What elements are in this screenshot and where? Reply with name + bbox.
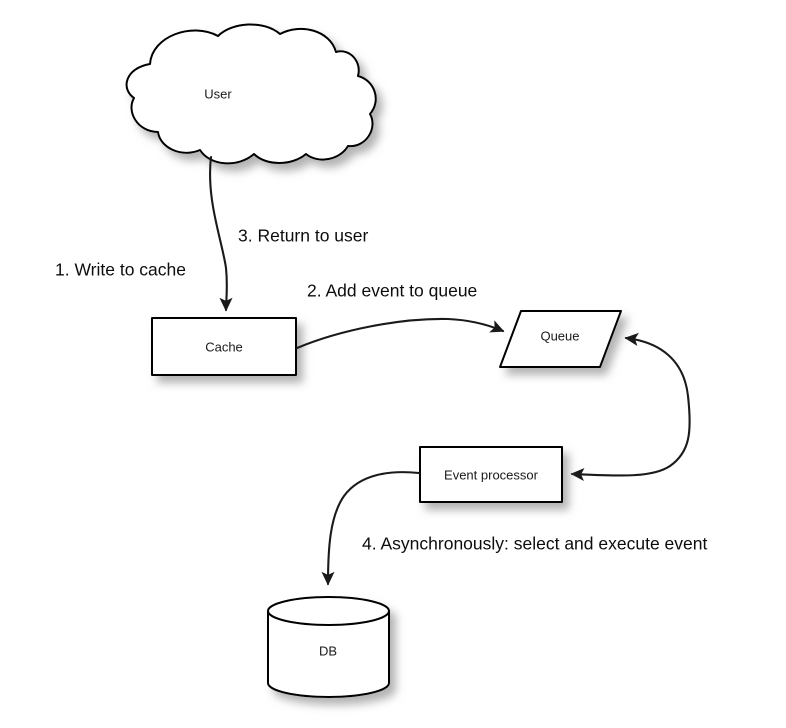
edge-label-3: 3. Return to user (238, 226, 369, 246)
edge-user-to-cache[interactable] (209, 155, 233, 312)
edge-processor-to-db[interactable] (321, 471, 421, 586)
edge-processor-to-db-path (321, 471, 421, 586)
edge-label-1: 1. Write to cache (55, 260, 186, 280)
edge-queue-processor-path (570, 332, 691, 482)
node-cache-label: Cache (205, 339, 243, 354)
node-user[interactable]: User (125, 23, 377, 165)
edge-cache-to-queue-path (295, 317, 505, 350)
node-db[interactable]: DB (267, 596, 390, 698)
node-event-processor[interactable]: Event processor (419, 446, 563, 503)
edge-cache-to-queue[interactable] (295, 317, 505, 350)
db-cylinder (267, 596, 390, 698)
node-queue-label: Queue (540, 328, 579, 343)
edge-user-to-cache-path (209, 155, 233, 312)
node-queue[interactable]: Queue (499, 310, 622, 368)
cache-rect (151, 317, 297, 376)
node-event-processor-label: Event processor (444, 467, 539, 482)
edge-label-2: 2. Add event to queue (307, 281, 477, 301)
edge-label-4: 4. Asynchronously: select and execute ev… (362, 534, 707, 554)
cloud-shape (125, 23, 377, 165)
node-cache[interactable]: Cache (151, 317, 297, 376)
node-db-label: DB (319, 643, 337, 658)
event-processor-rect (419, 446, 563, 503)
edge-queue-processor-loop[interactable] (570, 332, 691, 482)
node-user-label: User (204, 86, 232, 101)
